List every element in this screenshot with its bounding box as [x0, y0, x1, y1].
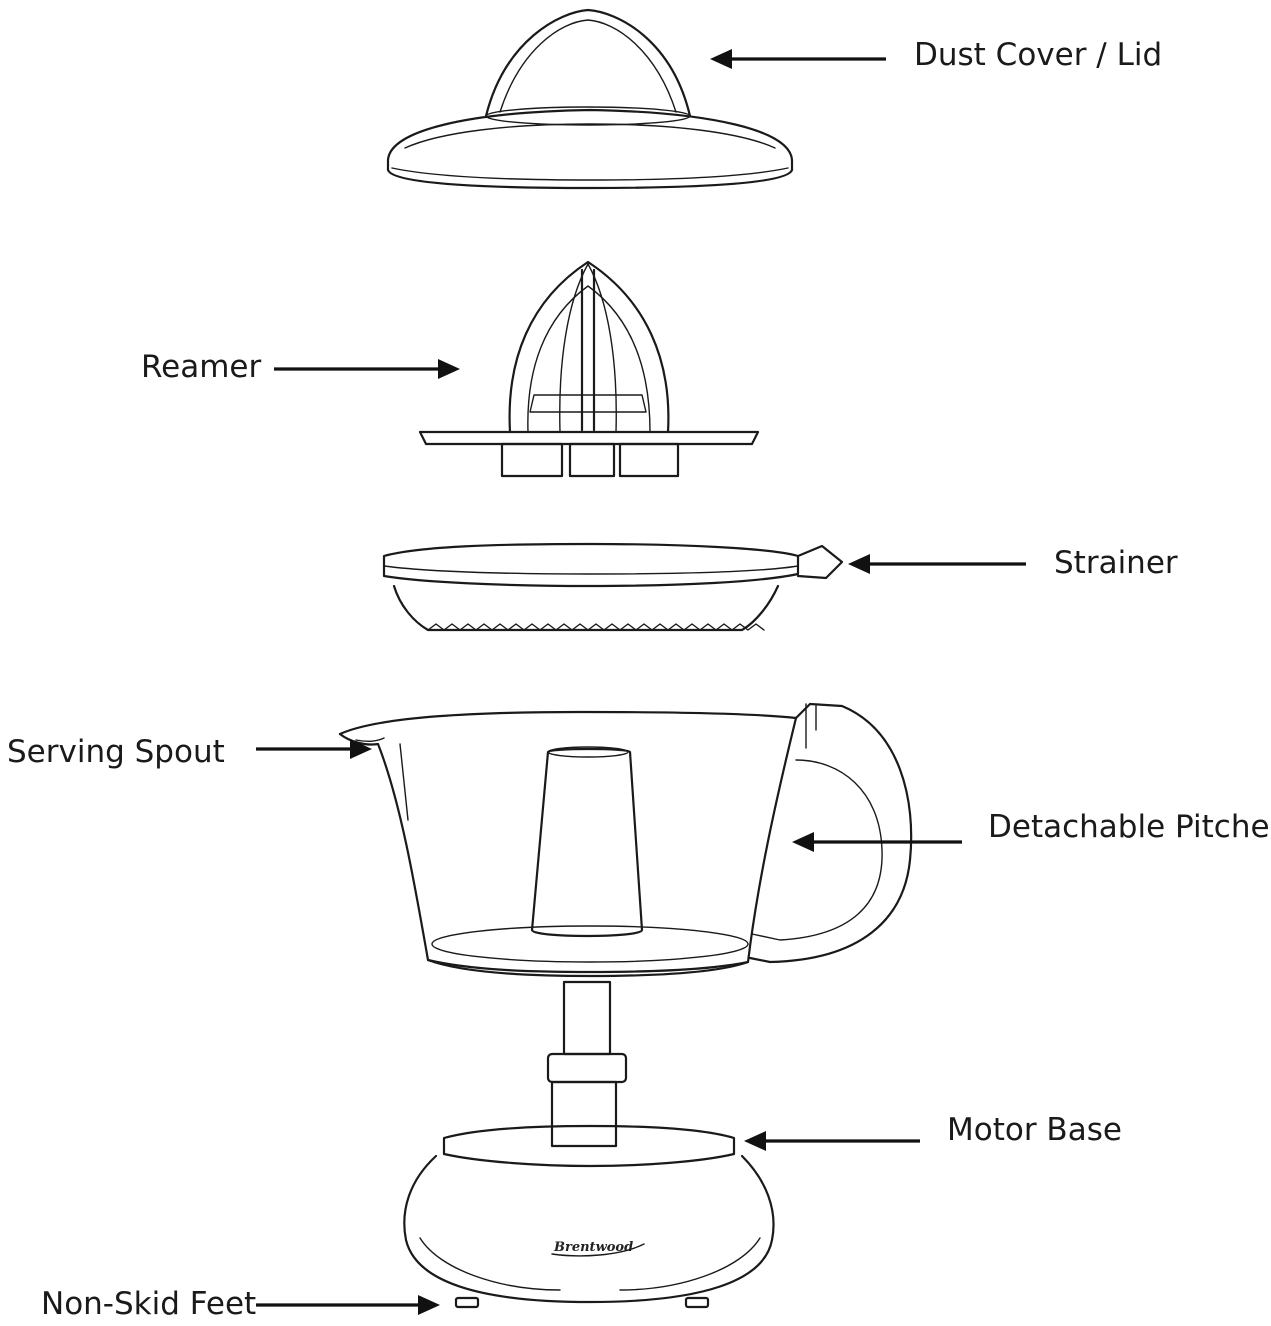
arrow-strainer — [848, 554, 1026, 574]
arrow-feet — [256, 1295, 440, 1315]
label-strainer: Strainer — [1054, 545, 1178, 581]
label-non-skid-feet: Non-Skid Feet — [41, 1286, 257, 1322]
label-reamer: Reamer — [141, 349, 262, 385]
lid-part — [386, 8, 794, 190]
strainer-part — [382, 542, 844, 632]
label-serving-spout: Serving Spout — [7, 734, 225, 770]
motor-base-part: Brentwood — [403, 1124, 775, 1309]
reamer-part — [418, 260, 760, 478]
arrow-reamer — [274, 359, 460, 379]
label-detachable-pitcher: Detachable Pitcher — [988, 809, 1271, 845]
pitcher-part — [338, 702, 913, 978]
arrow-lid — [710, 49, 886, 69]
arrow-spout — [256, 739, 372, 759]
label-motor-base: Motor Base — [947, 1112, 1122, 1148]
label-dust-cover-lid: Dust Cover / Lid — [914, 37, 1163, 73]
arrow-base — [744, 1131, 920, 1151]
motor-shaft — [546, 980, 628, 1148]
arrow-pitcher — [792, 832, 962, 852]
brand-logo: Brentwood — [553, 1240, 633, 1255]
